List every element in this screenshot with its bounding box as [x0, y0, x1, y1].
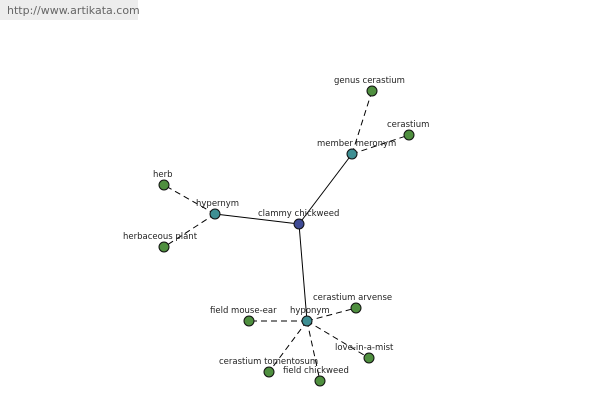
leaf-node-love-in-a-mist[interactable] [363, 352, 375, 364]
edge-member-meronym-cerastium [351, 134, 410, 155]
leaf-label-cerastium-arvense[interactable]: cerastium arvense [313, 293, 392, 303]
edge-member-meronym-genus-cerastium [351, 90, 373, 155]
edge-member-meronym [298, 153, 353, 225]
graph-labels: clammy chickweed herb herbaceous plant hype… [123, 76, 429, 376]
edge-hyponym-cerastium-tomentosum [268, 320, 308, 373]
leaf-label-field-chickweed[interactable]: field chickweed [283, 366, 349, 376]
center-label-clammy-chickweed[interactable]: clammy chickweed [258, 209, 339, 219]
leaf-node-cerastium[interactable] [403, 129, 415, 141]
leaf-node-cerastium-tomentosum[interactable] [263, 366, 275, 378]
site-url-link[interactable]: http://www.artikata.com [7, 4, 140, 17]
leaf-label-field-mouse-ear[interactable]: field mouse-ear [210, 306, 277, 316]
leaf-label-cerastium-tomentosum[interactable]: cerastium tomentosum [219, 357, 318, 367]
edge-hyponym-love-in-a-mist [306, 320, 370, 359]
graph-nodes [158, 85, 415, 387]
leaf-label-herb[interactable]: herb [153, 170, 173, 180]
leaf-node-genus-cerastium[interactable] [366, 85, 378, 97]
relation-label-hypernym[interactable]: hypernym [196, 199, 239, 209]
edge-hyponym-cerastium-arvense [306, 307, 357, 322]
site-banner: http://www.artikata.com [0, 0, 140, 20]
leaf-node-field-mouse-ear[interactable] [243, 315, 255, 327]
relation-node-hypernym[interactable] [209, 208, 221, 220]
edge-hypernym [214, 213, 300, 225]
graph-edges [163, 90, 410, 382]
leaf-label-genus-cerastium[interactable]: genus cerastium [334, 76, 405, 86]
leaf-node-herb[interactable] [158, 179, 170, 191]
leaf-node-field-chickweed[interactable] [314, 375, 326, 387]
edge-hyponym-field-chickweed [306, 320, 321, 382]
relation-label-member-meronym[interactable]: member meronym [317, 139, 396, 149]
leaf-label-herbaceous-plant[interactable]: herbaceous plant [123, 232, 198, 242]
edge-hypernym-herbaceous-plant [163, 213, 216, 248]
leaf-label-love-in-a-mist[interactable]: love-in-a-mist [335, 343, 394, 353]
leaf-node-herbaceous-plant[interactable] [158, 241, 170, 253]
relation-label-hyponym[interactable]: hyponym [290, 306, 330, 316]
leaf-node-cerastium-arvense[interactable] [350, 302, 362, 314]
relation-node-hyponym[interactable] [301, 315, 313, 327]
relation-node-member-meronym[interactable] [346, 148, 358, 160]
center-node-clammy-chickweed[interactable] [293, 218, 305, 230]
edge-hyponym [298, 223, 308, 322]
leaf-label-cerastium[interactable]: cerastium [387, 120, 429, 130]
